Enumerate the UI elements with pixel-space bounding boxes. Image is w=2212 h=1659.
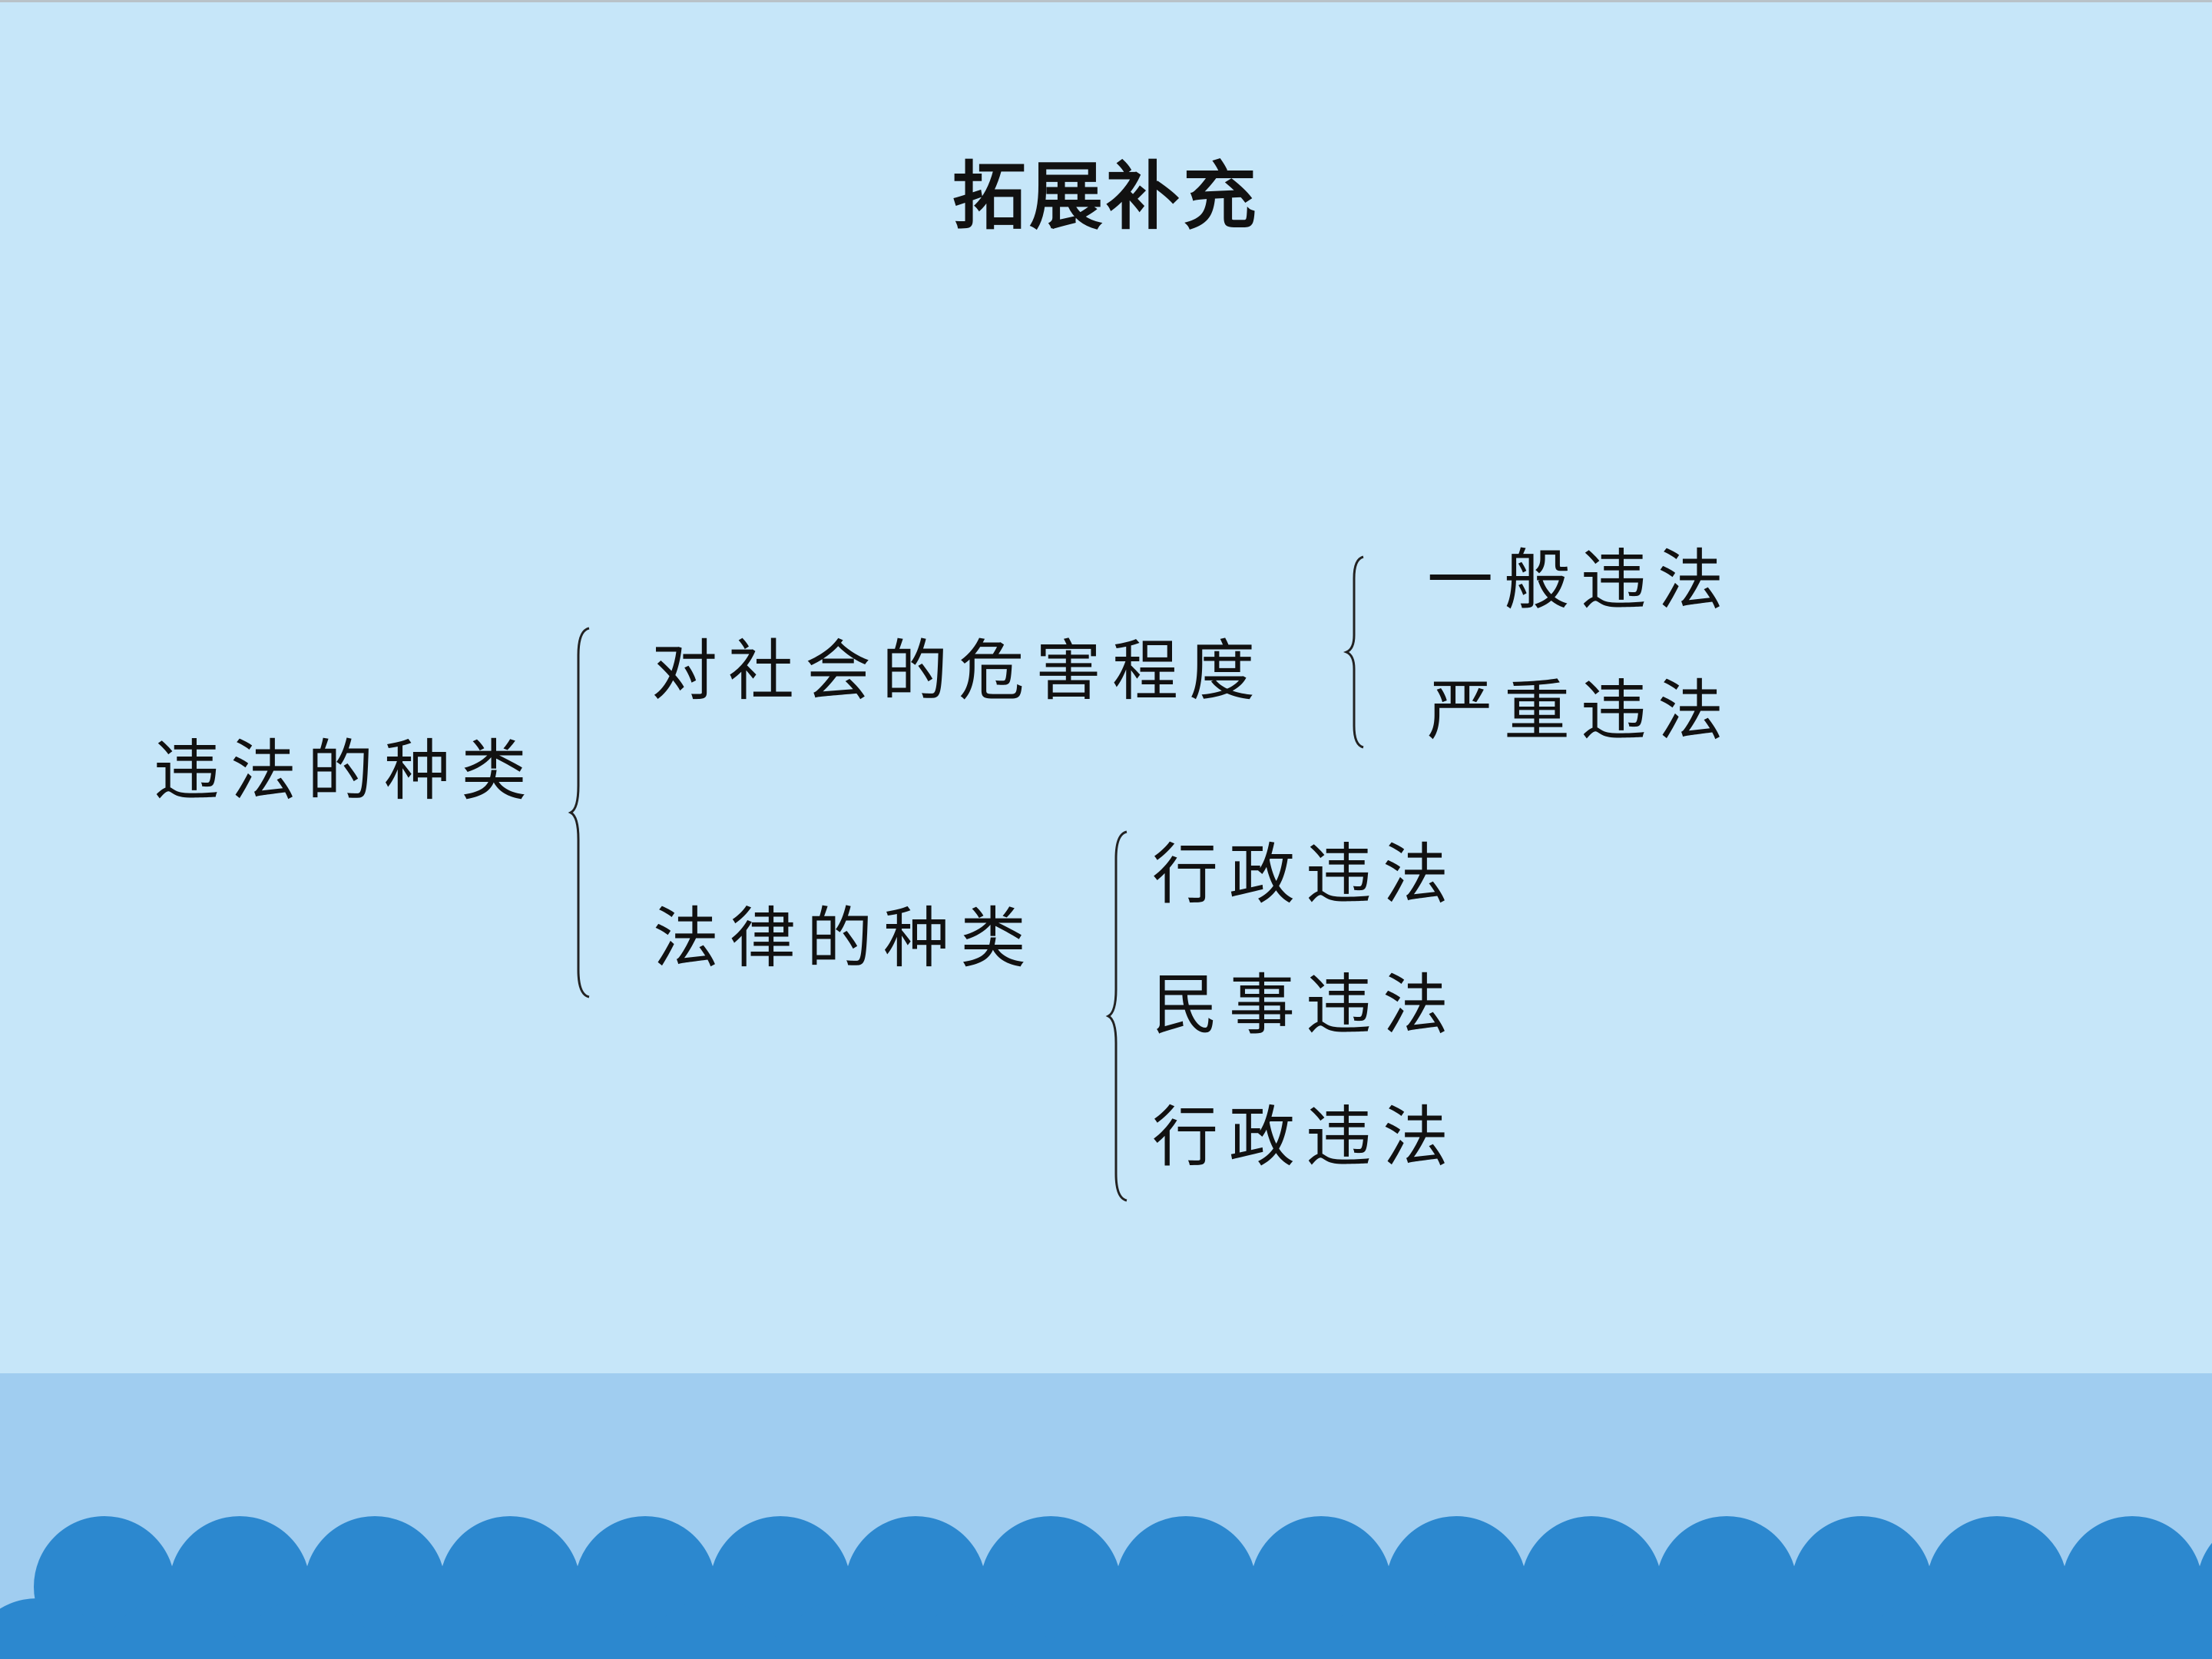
root-brace bbox=[568, 627, 590, 998]
wave-decoration bbox=[0, 1516, 2212, 1659]
wave-scallop bbox=[1724, 1598, 1865, 1659]
wave-scallop bbox=[0, 1598, 108, 1659]
wave-scallop bbox=[642, 1598, 783, 1659]
wave-scallop bbox=[372, 1598, 513, 1659]
slide-title: 拓展补充 bbox=[952, 153, 1260, 240]
harm-degree-brace bbox=[1343, 555, 1364, 749]
wave-scallop bbox=[507, 1598, 648, 1659]
branch-node-harm-degree: 对社会的危害程度 bbox=[651, 633, 1266, 710]
leaf-node-serious-violation: 严重违法 bbox=[1427, 673, 1734, 750]
wave-scallop bbox=[1859, 1598, 2000, 1659]
wave-scallop bbox=[1453, 1598, 1594, 1659]
wave-scallop bbox=[1318, 1598, 1459, 1659]
root-node: 违法的种类 bbox=[154, 733, 538, 810]
wave-scallop bbox=[1183, 1598, 1324, 1659]
wave-scallop bbox=[1048, 1598, 1189, 1659]
law-type-brace bbox=[1105, 830, 1128, 1202]
wave-scallop bbox=[1588, 1598, 1730, 1659]
leaf-node-civil-violation: 民事违法 bbox=[1152, 967, 1459, 1044]
wave-scallop bbox=[777, 1598, 919, 1659]
wave-scallop bbox=[912, 1598, 1054, 1659]
wave-scallop bbox=[2129, 1598, 2212, 1659]
wave-scallop bbox=[237, 1598, 378, 1659]
leaf-node-general-violation: 一般违法 bbox=[1427, 542, 1734, 619]
branch-node-law-type: 法律的种类 bbox=[653, 900, 1037, 977]
wave-scallop bbox=[1994, 1598, 2135, 1659]
wave-scallop bbox=[101, 1598, 243, 1659]
leaf-node-administrative-violation: 行政违法 bbox=[1152, 836, 1459, 913]
leaf-node-administrative-violation-2: 行政违法 bbox=[1152, 1099, 1459, 1176]
